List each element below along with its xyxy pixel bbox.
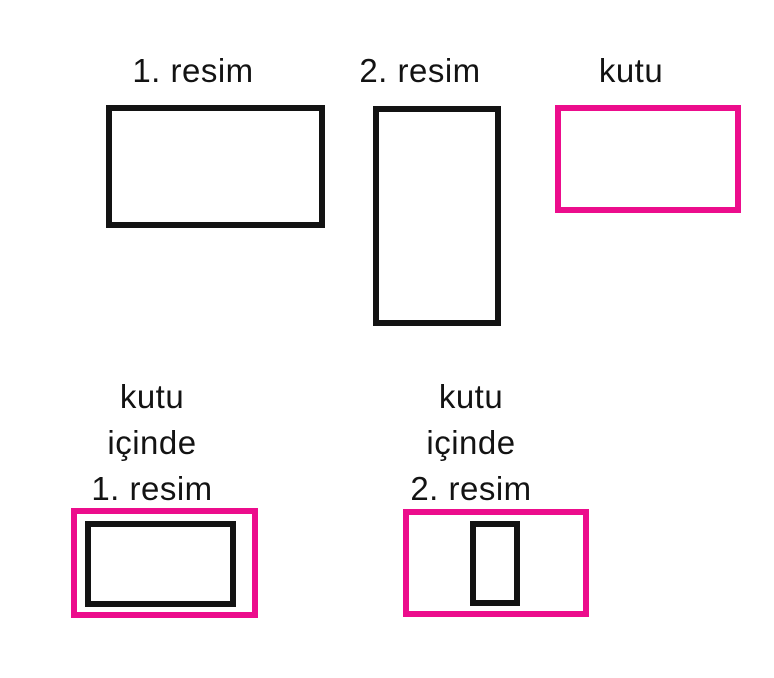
- kutu-icinde-resim1-label: kutu içinde 1. resim: [91, 378, 213, 507]
- resim2-rectangle: [373, 106, 501, 326]
- resim2-inside-kutu-rectangle: [470, 521, 520, 606]
- kutu-label: kutu: [598, 52, 664, 89]
- resim1-rectangle: [106, 105, 325, 228]
- kutu-rectangle: [555, 105, 741, 213]
- resim1-label: 1. resim: [132, 52, 254, 89]
- kutu-with-resim1-box: [71, 508, 258, 618]
- resim1-inside-kutu-rectangle: [85, 521, 236, 607]
- resim2-label: 2. resim: [359, 52, 481, 89]
- kutu-with-resim2-box: [403, 509, 589, 617]
- kutu-icinde-resim2-label: kutu içinde 2. resim: [410, 378, 532, 507]
